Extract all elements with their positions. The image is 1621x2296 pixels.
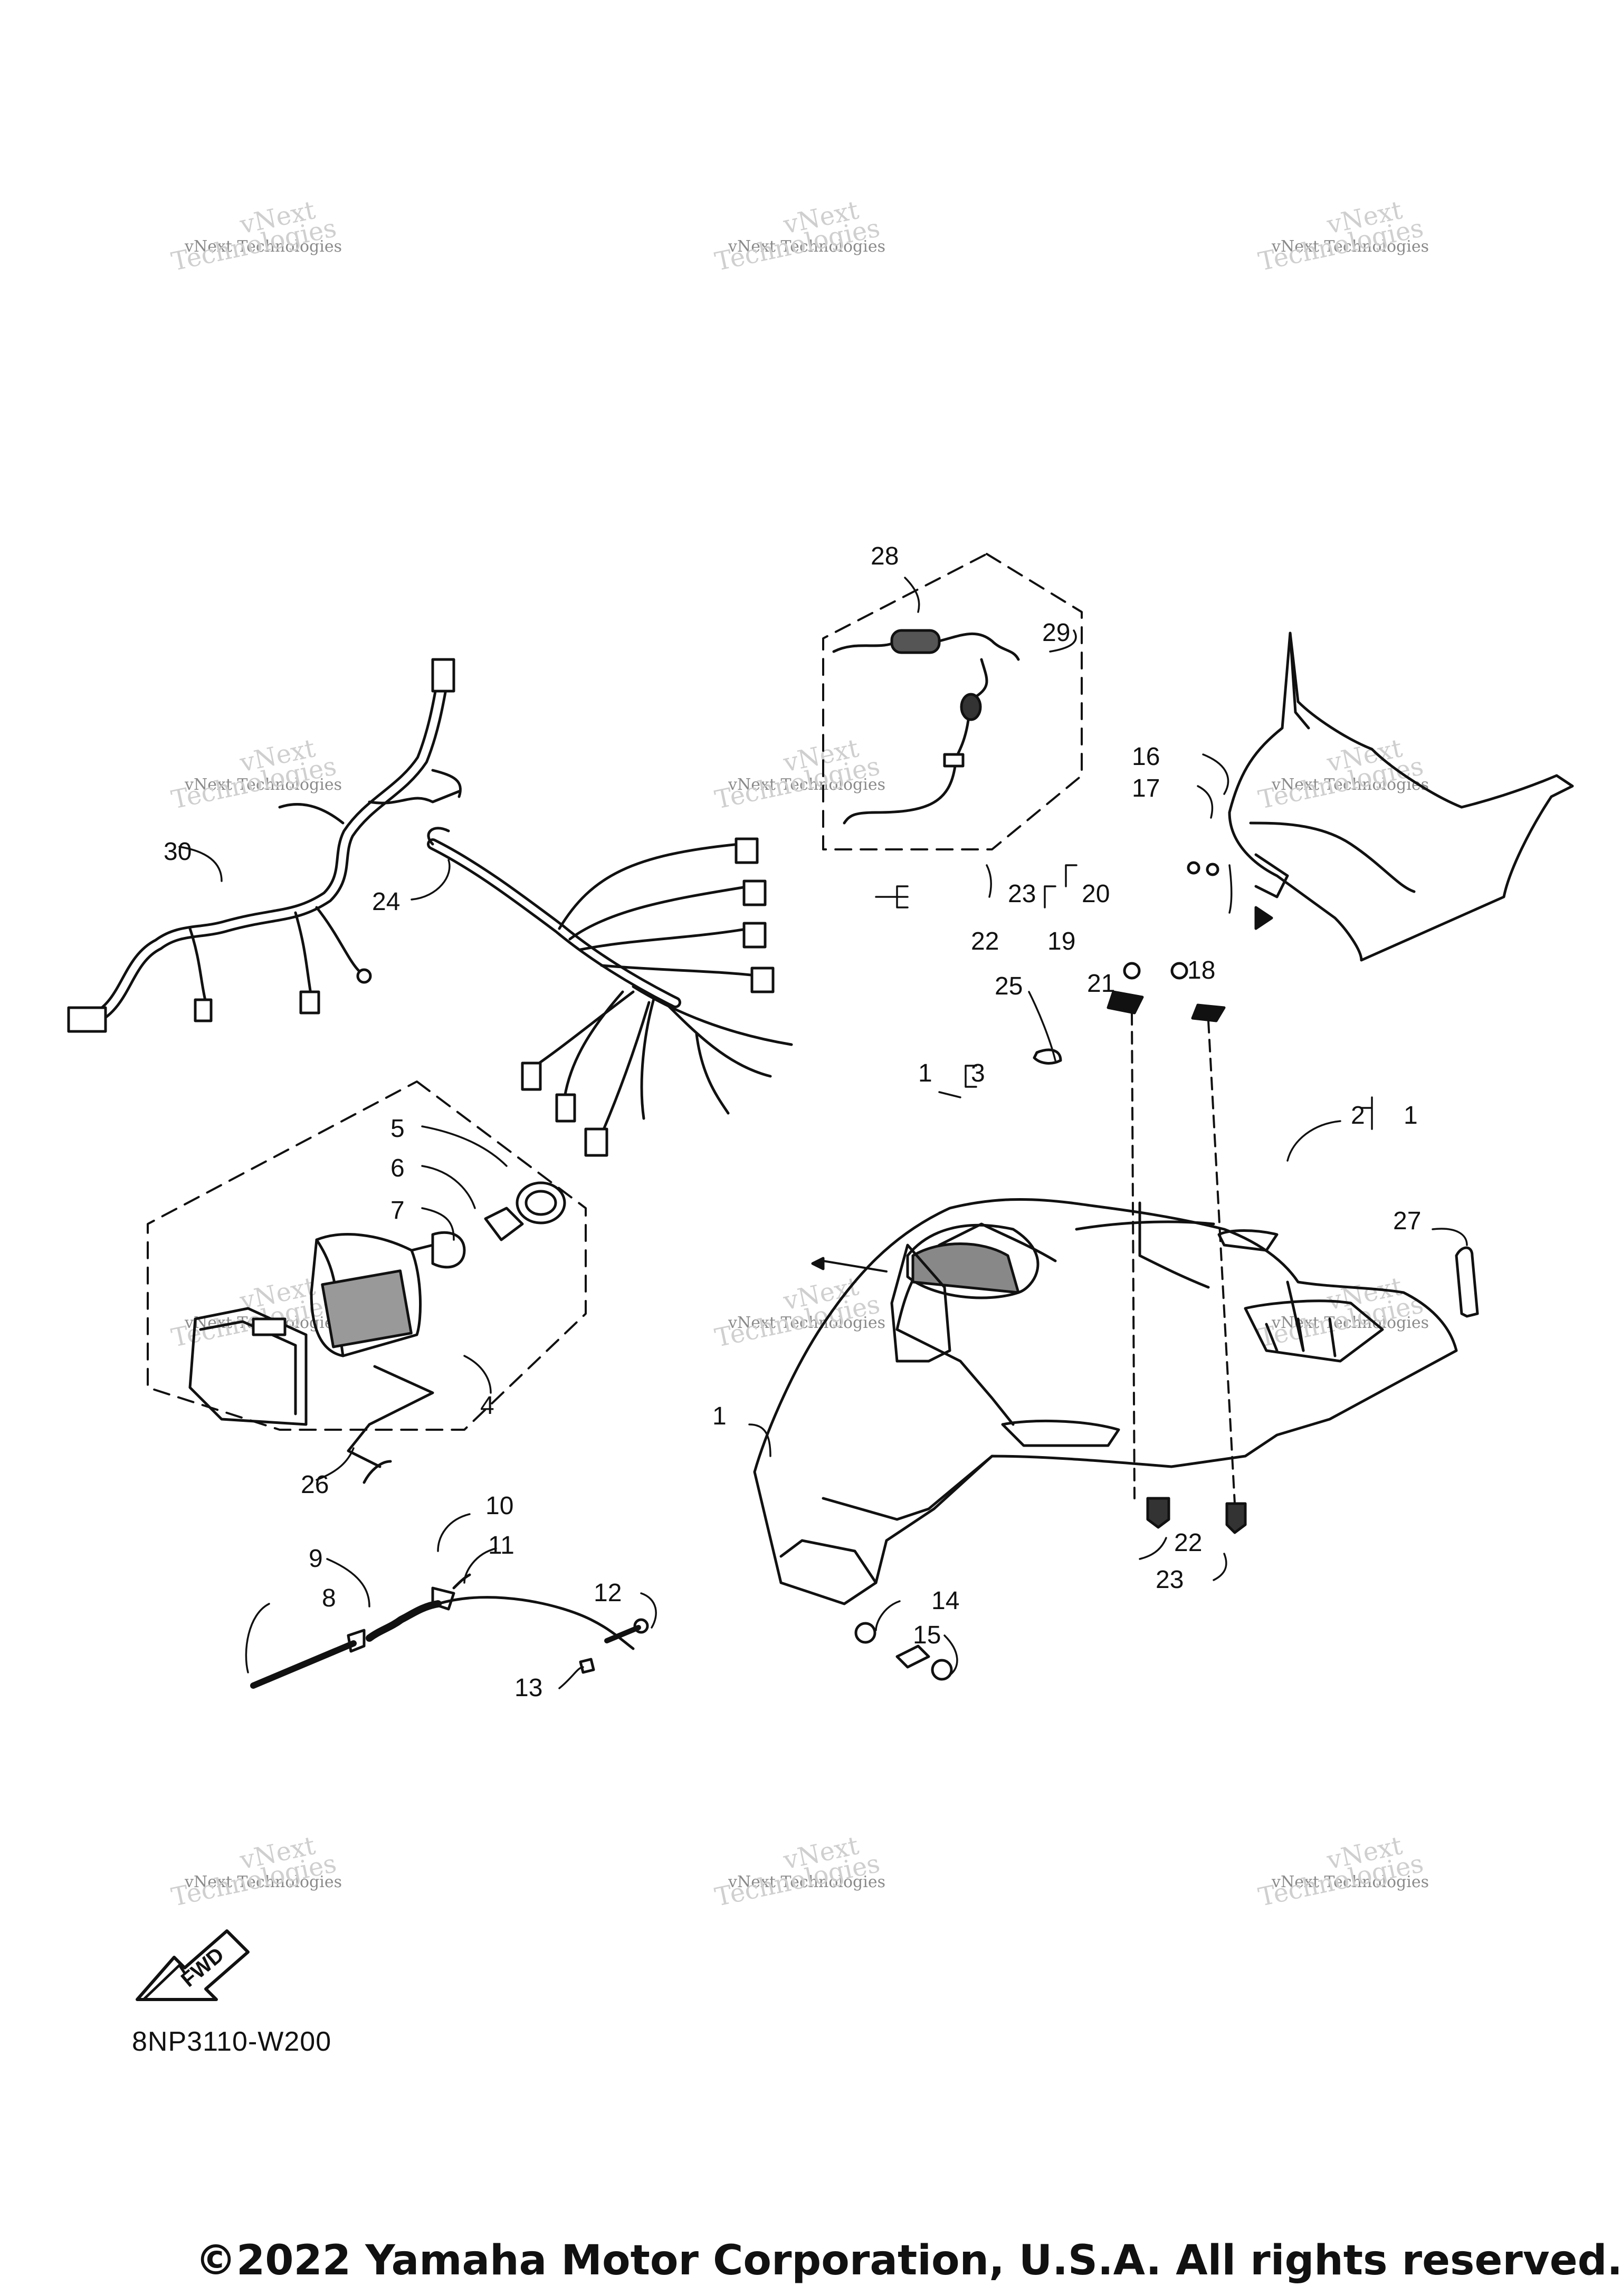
callout-leaders (178, 577, 1468, 1689)
headlight-assembly-group (147, 1080, 587, 1484)
callout-7: 7 (390, 1197, 405, 1224)
callout-11: 11 (488, 1532, 514, 1560)
callout-6: 6 (390, 1154, 405, 1182)
callout-2: 2 (1351, 1102, 1365, 1130)
callout-25: 25 (995, 972, 1023, 1000)
callout-5: 5 (390, 1115, 405, 1143)
copyright-notice: ©2022 Yamaha Motor Corporation, U.S.A. A… (195, 2237, 1621, 2284)
callout-24: 24 (372, 888, 400, 916)
callout-3: 3 (971, 1059, 985, 1087)
callout-13: 13 (514, 1674, 542, 1702)
callout-27: 27 (1393, 1207, 1421, 1235)
callout-1b: 1 (1404, 1102, 1418, 1130)
part-code-label: 8NP3110-W200 (132, 2026, 332, 2057)
strap-assembly-group (822, 553, 1083, 850)
callout-18: 18 (1187, 956, 1215, 984)
callout-20: 20 (1082, 880, 1110, 908)
callout-26: 26 (301, 1471, 329, 1499)
callout-12: 12 (594, 1579, 622, 1607)
callout-23a: 23 (1008, 880, 1036, 908)
small-hardware (811, 962, 1479, 1534)
wire-harness-30 (67, 658, 462, 1033)
callout-21: 21 (1087, 970, 1115, 998)
callout-8: 8 (322, 1584, 336, 1612)
callout-1c: 1 (712, 1402, 727, 1430)
hardware-bolts (250, 1573, 953, 1689)
callout-19: 19 (1047, 927, 1075, 955)
callout-28: 28 (871, 542, 899, 570)
main-hood-1 (753, 1198, 1458, 1605)
callout-15: 15 (913, 1621, 941, 1649)
callout-labels: 28 29 16 17 23 20 22 19 21 18 25 1 3 2 1… (164, 542, 1421, 1702)
callout-4: 4 (480, 1392, 494, 1420)
callout-10: 10 (485, 1492, 513, 1520)
callout-1a: 1 (918, 1059, 932, 1087)
callout-14: 14 (931, 1587, 959, 1615)
callout-23b: 23 (1156, 1566, 1184, 1594)
callout-16: 16 (1132, 743, 1160, 771)
wire-harness-24 (427, 827, 793, 1157)
fwd-arrow-icon: FWD (136, 1929, 250, 2001)
callout-9: 9 (309, 1545, 323, 1573)
callout-17: 17 (1132, 774, 1160, 802)
callout-22b: 22 (1174, 1529, 1202, 1557)
callout-22a: 22 (971, 927, 999, 955)
callout-30: 30 (164, 838, 192, 866)
callout-29: 29 (1042, 619, 1070, 647)
windshield-16 (1187, 632, 1574, 962)
